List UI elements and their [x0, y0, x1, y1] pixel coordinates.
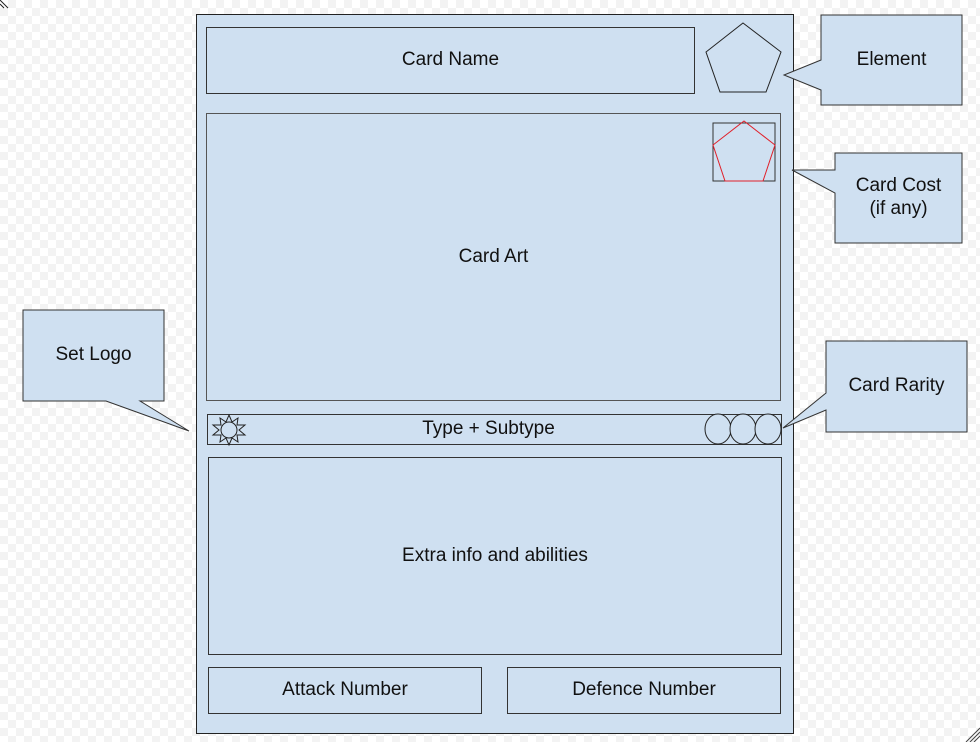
rarity-circle-icon-3 [754, 413, 782, 445]
resize-grip-bottom-right [965, 727, 980, 742]
set-logo-sun-icon [211, 413, 247, 447]
card-name-label: Card Name [401, 49, 500, 71]
corner-mark-top-left [0, 0, 9, 9]
attack-box: Attack Number [208, 667, 482, 714]
card-art-label: Card Art [458, 245, 529, 267]
rarity-circle-icon-1 [704, 413, 732, 445]
card-cost-callout-label: Card Cost (if any) [855, 175, 942, 219]
type-line-box: Type + Subtype [207, 414, 782, 445]
element-pentagon-icon [705, 22, 782, 93]
defence-box: Defence Number [507, 667, 781, 714]
card-rarity-callout-shape [782, 340, 968, 433]
abilities-label: Extra info and abilities [402, 544, 588, 566]
card-cost-callout-shape [791, 152, 963, 244]
card-name-box: Card Name [206, 27, 695, 94]
element-callout-label: Element [856, 49, 927, 70]
rarity-circle-icon-2 [729, 413, 757, 445]
card-rarity-callout-label: Card Rarity [848, 375, 945, 396]
type-line-label: Type + Subtype [422, 418, 555, 440]
card-cost-pentagon-icon [712, 120, 776, 182]
card-art-box: Card Art [206, 113, 781, 401]
defence-label: Defence Number [572, 679, 716, 701]
set-logo-callout-shape [22, 309, 190, 432]
element-callout-shape [782, 14, 963, 106]
set-logo-callout-label: Set Logo [55, 344, 132, 365]
card-cost-frame [712, 122, 776, 182]
abilities-box: Extra info and abilities [208, 457, 782, 655]
attack-label: Attack Number [282, 679, 408, 701]
